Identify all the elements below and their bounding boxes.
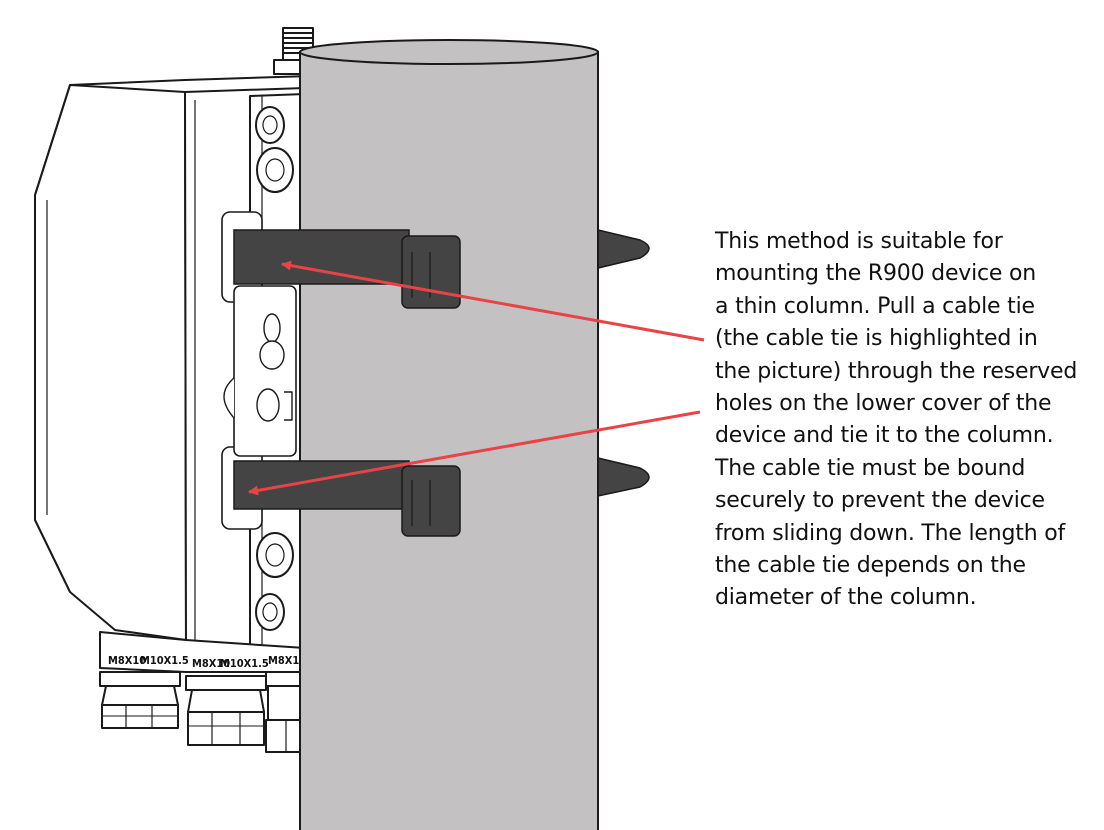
gland-2-label-right: M10X1.5 <box>220 657 269 670</box>
gland-3-label-left: M8X10 <box>268 654 306 667</box>
column <box>299 39 599 830</box>
gland-2 <box>185 675 267 746</box>
instruction-line: (the cable tie is highlighted in <box>715 326 1038 352</box>
instruction-line: holes on the lower cover of the <box>715 391 1052 417</box>
instruction-line: securely to prevent the device <box>715 488 1045 514</box>
instruction-line: This method is suitable for <box>715 229 1003 254</box>
gland-1-label-right: M10X1.5 <box>140 654 189 667</box>
upper-pointer-arrow <box>281 260 705 342</box>
instruction-line: device and tie it to the column. <box>715 423 1054 449</box>
instruction-line: the cable tie depends on the <box>715 553 1026 579</box>
gland-1-label-left: M8X10 <box>108 654 146 667</box>
instruction-line: mounting the R900 device on <box>715 261 1037 287</box>
instruction-line: The cable tie must be bound <box>715 455 1026 481</box>
upper-tie-tail <box>597 229 650 269</box>
pointer-arrows <box>248 260 705 496</box>
mounting-instructions: This method is suitable for mounting the… <box>715 226 1100 615</box>
cable-tie-tails <box>597 229 650 497</box>
instruction-line: the picture) through the reserved <box>715 358 1078 384</box>
instruction-line: diameter of the column. <box>715 585 977 611</box>
lower-pointer-arrow <box>248 410 701 496</box>
upper-cable-tie <box>233 229 461 309</box>
instruction-line: a thin column. Pull a cable tie <box>715 293 1035 319</box>
gland-labels: M8X10 M10X1.5 M8X10 M10X1.5 M8X10 <box>108 654 306 670</box>
instruction-line: from sliding down. The length of <box>715 520 1066 546</box>
cable-glands <box>99 671 307 753</box>
gland-2-label-left: M8X10 <box>192 657 230 670</box>
device-r900 <box>34 27 321 673</box>
lower-cable-tie <box>233 460 461 537</box>
gland-1 <box>99 671 181 729</box>
lower-tie-tail <box>597 457 650 497</box>
